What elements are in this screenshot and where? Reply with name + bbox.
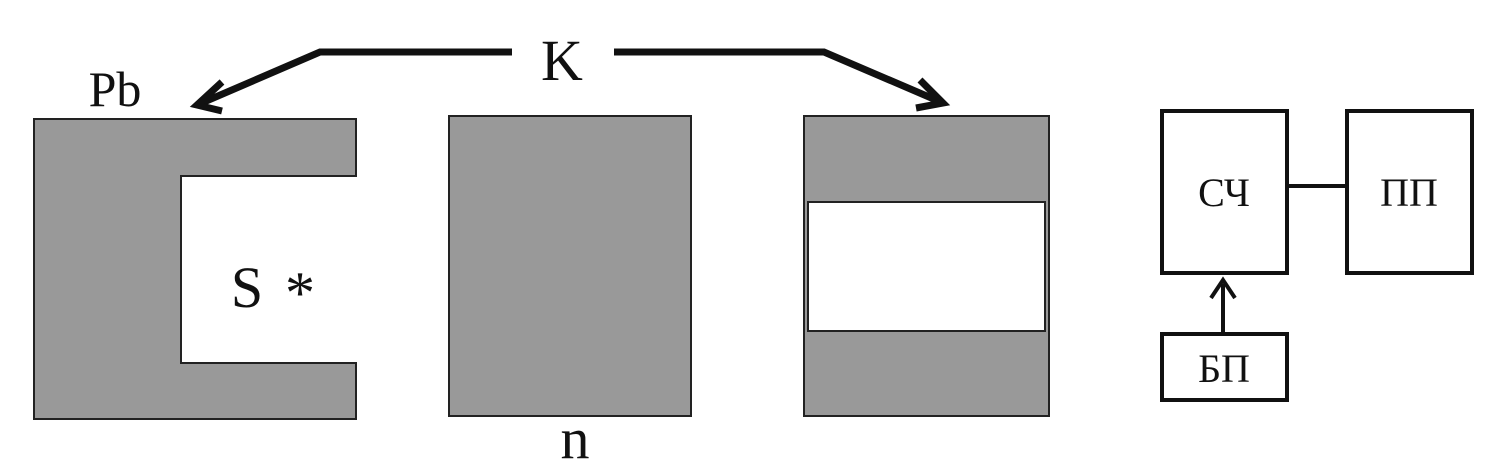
label-pb: Pb bbox=[89, 61, 142, 117]
recorder-box bbox=[1345, 109, 1474, 275]
recorder-label: ПП bbox=[1380, 170, 1438, 215]
arrow-k-to-detector bbox=[614, 48, 945, 107]
label-source-mark: * bbox=[285, 260, 315, 326]
moderator-block bbox=[448, 115, 692, 417]
power-box bbox=[1160, 332, 1289, 402]
label-k: K bbox=[541, 28, 583, 93]
lead-shield bbox=[33, 118, 357, 420]
label-n: n bbox=[561, 406, 590, 471]
counter-box bbox=[1160, 109, 1289, 275]
counter-label: СЧ bbox=[1198, 170, 1250, 215]
arrow-k-to-detector-head bbox=[915, 77, 951, 112]
power-label: БП bbox=[1198, 346, 1250, 391]
label-s: S bbox=[231, 255, 263, 320]
arrow-k-to-shield bbox=[195, 48, 512, 109]
detector-window bbox=[807, 201, 1046, 332]
power-to-counter-arrowhead bbox=[1209, 276, 1237, 300]
arrow-k-to-shield-head bbox=[189, 79, 225, 115]
